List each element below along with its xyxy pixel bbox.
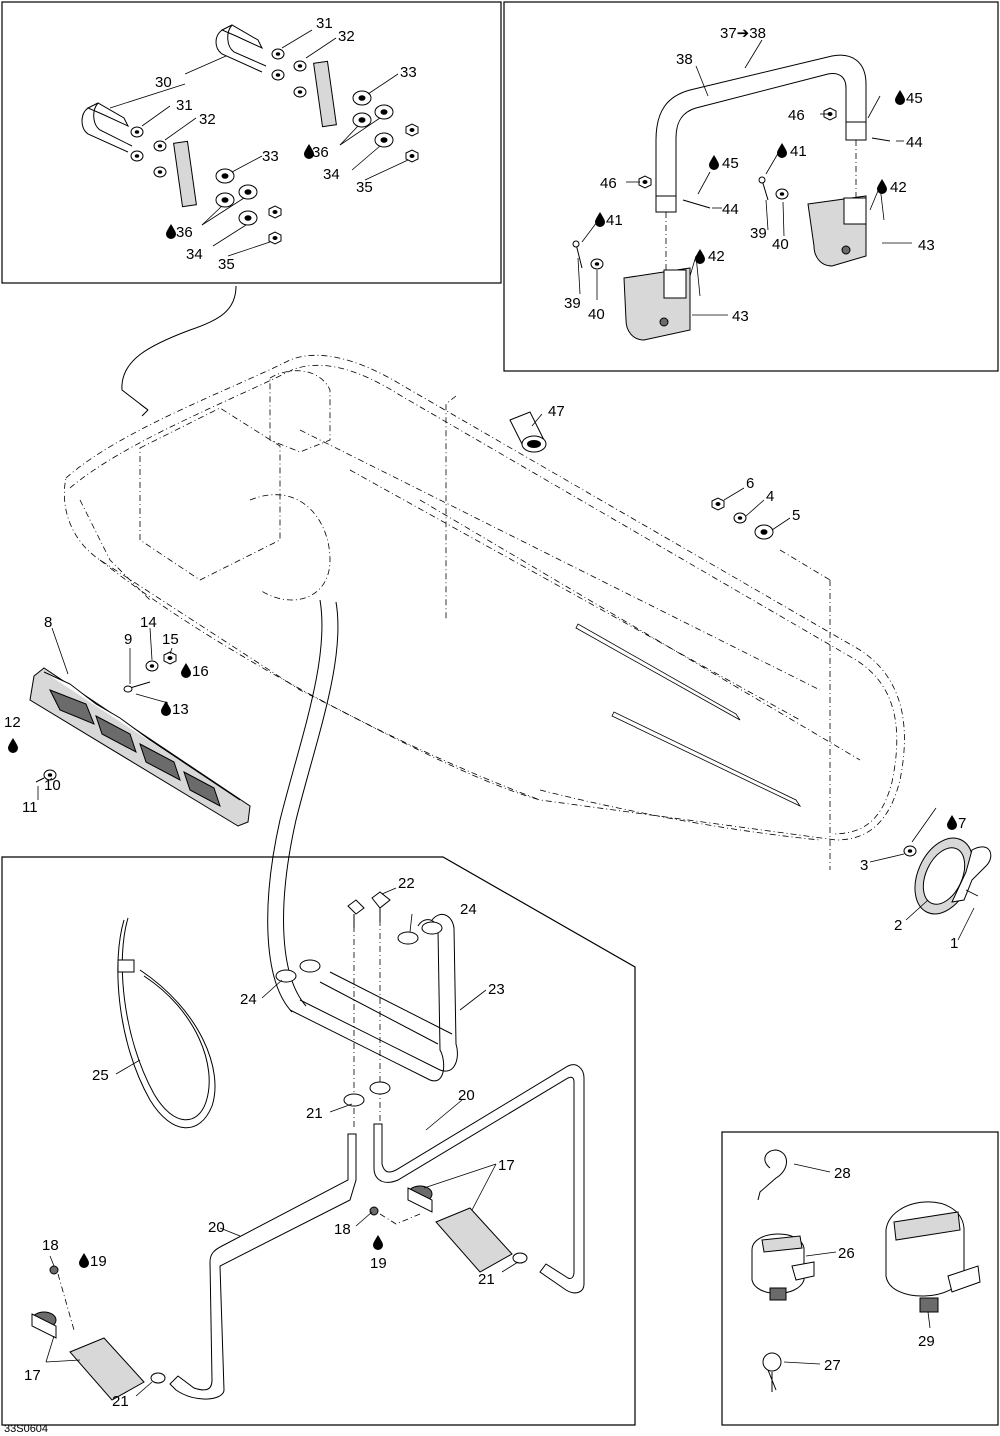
clamp-detail-frame (721, 1131, 999, 1426)
callout-45: 45 (906, 90, 923, 107)
callout-47: 47 (548, 403, 565, 420)
callout-7: 7 (958, 815, 966, 832)
callout-18: 18 (334, 1221, 351, 1238)
callout-28: 28 (834, 1165, 851, 1182)
fittings-22 (347, 891, 391, 928)
callout-45: 45 (722, 155, 739, 172)
callout-21: 21 (478, 1271, 495, 1288)
callout-31: 31 (316, 15, 333, 32)
callout-31: 31 (176, 97, 193, 114)
callout-11: 11 (22, 799, 38, 816)
grab-handle-detail-frame (1, 1, 502, 284)
callout-12: 12 (4, 714, 21, 731)
leader-lines-rail (37, 627, 173, 800)
callout-34: 34 (323, 166, 340, 183)
callout-5: 5 (792, 507, 800, 524)
callout-37-38: 37➔38 (720, 25, 766, 42)
callout-24: 24 (460, 901, 477, 918)
hull (63, 354, 905, 841)
callout-42: 42 (890, 179, 907, 196)
hull-connection-lines (121, 285, 831, 870)
callout-2: 2 (894, 917, 902, 934)
bilge-system-detail-frame (1, 856, 636, 1426)
cable-tie-25 (117, 917, 216, 1129)
rear-handle-brackets (623, 140, 867, 341)
callout-40: 40 (588, 306, 605, 323)
callout-33: 33 (400, 64, 417, 81)
leader-lines-bilge (45, 887, 519, 1397)
callout-27: 27 (824, 1357, 841, 1374)
callout-23: 23 (488, 981, 505, 998)
callout-36: 36 (176, 224, 193, 241)
callout-16: 16 (192, 663, 209, 680)
callout-32: 32 (199, 111, 216, 128)
callout-39: 39 (750, 225, 767, 242)
callout-10: 10 (44, 777, 61, 794)
callout-44: 44 (906, 134, 923, 151)
side-rail (29, 651, 251, 827)
callout-19: 19 (370, 1255, 387, 1272)
callout-20: 20 (458, 1087, 475, 1104)
callout-41: 41 (790, 143, 807, 160)
callout-17: 17 (24, 1367, 41, 1384)
drop-icon (8, 90, 957, 1268)
grab-handle-group-lower (81, 102, 282, 245)
callout-21: 21 (112, 1393, 129, 1410)
callout-25: 25 (92, 1067, 109, 1084)
part-47-fitting (509, 411, 547, 453)
bilge-hoses (169, 599, 585, 1400)
callout-9: 9 (124, 631, 132, 648)
callout-3: 3 (860, 857, 868, 874)
callout-14: 14 (140, 614, 157, 631)
callout-29: 29 (918, 1333, 935, 1350)
callout-43: 43 (732, 308, 749, 325)
callout-34: 34 (186, 246, 203, 263)
callout-4: 4 (766, 488, 774, 505)
hose-clamps (150, 921, 528, 1384)
drawing-reference: 33S0604 (4, 1423, 48, 1435)
leader-lines-drain (869, 807, 975, 941)
callout-35: 35 (218, 256, 235, 273)
leader-lines-top-left (109, 29, 409, 257)
callout-32: 32 (338, 28, 355, 45)
callout-30: 30 (155, 74, 172, 91)
callout-46: 46 (788, 107, 805, 124)
leader-lines-mid (531, 413, 791, 531)
callout-18: 18 (42, 1237, 59, 1254)
callout-labels: 31 32 30 33 31 32 36 33 34 35 36 34 35 3… (4, 15, 966, 1435)
callout-33: 33 (262, 148, 279, 165)
callout-13: 13 (172, 701, 189, 718)
callout-8: 8 (44, 614, 52, 631)
rear-handle-detail-frame (503, 1, 999, 372)
callout-19: 19 (90, 1253, 107, 1270)
callout-21: 21 (306, 1105, 323, 1122)
rear-handle (655, 54, 867, 213)
callout-6: 6 (746, 475, 754, 492)
leader-lines-clamps (783, 1163, 931, 1365)
callout-39: 39 (564, 295, 581, 312)
callout-46: 46 (600, 175, 617, 192)
rear-handle-fasteners (572, 107, 891, 270)
callout-35: 35 (356, 179, 373, 196)
bilge-pickups (31, 1185, 513, 1401)
grab-handle-group-upper (215, 24, 419, 163)
drain-plug-assembly (903, 837, 992, 915)
callout-36: 36 (312, 144, 329, 161)
callout-44: 44 (722, 201, 739, 218)
clamp-parts (751, 1149, 981, 1392)
callout-15: 15 (162, 631, 179, 648)
callout-43: 43 (918, 237, 935, 254)
callout-22: 22 (398, 875, 415, 892)
callout-26: 26 (838, 1245, 855, 1262)
callout-40: 40 (772, 236, 789, 253)
callout-41: 41 (606, 212, 623, 229)
callout-42: 42 (708, 248, 725, 265)
callout-17: 17 (498, 1157, 515, 1174)
callout-1: 1 (950, 935, 958, 952)
callout-20: 20 (208, 1219, 225, 1236)
callout-38: 38 (676, 51, 693, 68)
callout-24: 24 (240, 991, 257, 1008)
